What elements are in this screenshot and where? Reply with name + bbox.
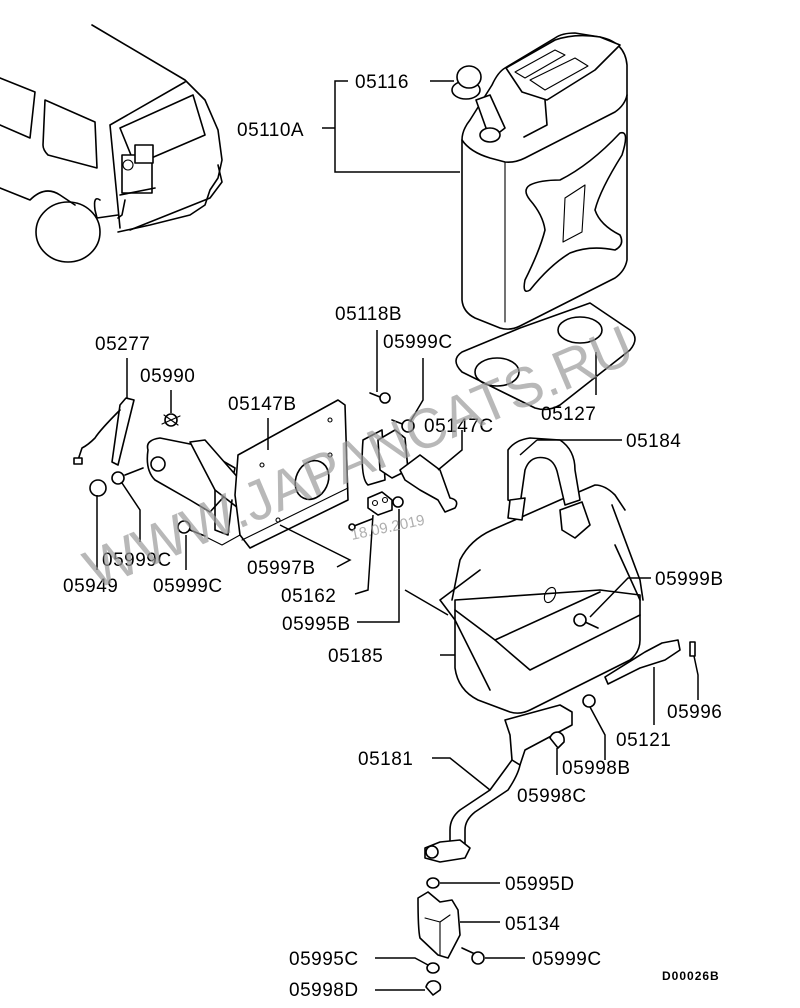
leader-lines: [96, 80, 699, 991]
bolt-05998c[interactable]: [549, 731, 565, 749]
label-05999c-c[interactable]: 05999C: [153, 576, 223, 597]
pad[interactable]: [455, 302, 636, 411]
spacer[interactable]: [367, 491, 393, 516]
label-05185[interactable]: 05185: [328, 646, 383, 667]
label-05998d[interactable]: 05998D: [289, 980, 359, 1001]
hinge-bracket[interactable]: [146, 399, 349, 549]
bolt-left-upper[interactable]: [111, 467, 144, 485]
label-05127[interactable]: 05127: [541, 404, 596, 425]
label-05121[interactable]: 05121: [616, 730, 671, 751]
lever[interactable]: [604, 639, 681, 685]
label-05998c[interactable]: 05998C: [517, 786, 587, 807]
bracket-05147c[interactable]: [361, 429, 458, 513]
label-05999c-d[interactable]: 05999C: [532, 949, 602, 970]
nut-05998d[interactable]: [425, 980, 442, 996]
label-05995b[interactable]: 05995B: [282, 614, 351, 635]
washer-05995b[interactable]: [392, 496, 404, 508]
label-05110a[interactable]: 05110A: [237, 120, 304, 141]
label-05118b[interactable]: 05118B: [335, 304, 402, 325]
mounted-can-icon: [117, 144, 156, 219]
label-05116[interactable]: 05116: [355, 72, 409, 93]
label-05999c-b[interactable]: 05999C: [102, 550, 172, 571]
bolt-05999c-upper[interactable]: [391, 419, 415, 433]
watermark-date: 18.09.2019: [349, 512, 426, 544]
label-05181[interactable]: 05181: [358, 749, 413, 770]
lower-bracket[interactable]: [417, 891, 461, 959]
drawing-code: D00026B: [662, 969, 720, 983]
label-05995c[interactable]: 05995C: [289, 949, 359, 970]
label-05147c[interactable]: 05147C: [424, 416, 494, 437]
label-05998b[interactable]: 05998B: [562, 758, 631, 779]
washer-05995c[interactable]: [426, 962, 440, 974]
label-05147b[interactable]: 05147B: [228, 394, 297, 415]
cable[interactable]: [73, 397, 135, 466]
label-05184[interactable]: 05184: [626, 431, 681, 452]
label-05996[interactable]: 05996: [667, 702, 722, 723]
label-05995d[interactable]: 05995D: [505, 874, 575, 895]
label-05990[interactable]: 05990: [140, 366, 195, 387]
part-labels: 05116 05110A 05118B 05999C 05277 05990 0…: [63, 72, 724, 1001]
clip[interactable]: [161, 413, 181, 427]
bolt-05999b[interactable]: [573, 613, 599, 629]
jerry-can[interactable]: [461, 32, 628, 330]
label-05162[interactable]: 05162: [281, 586, 336, 607]
label-05949[interactable]: 05949: [63, 576, 118, 597]
pin[interactable]: [689, 641, 696, 657]
washer-05995d[interactable]: [426, 877, 440, 889]
vehicle-locator-illustration: [0, 24, 223, 263]
bolt-05999c-lower[interactable]: [461, 947, 485, 965]
carrier[interactable]: [439, 484, 644, 714]
label-05134[interactable]: 05134: [505, 914, 560, 935]
label-05997b[interactable]: 05997B: [247, 558, 316, 579]
label-05999b[interactable]: 05999B: [655, 569, 724, 590]
label-05999c-a[interactable]: 05999C: [383, 332, 453, 353]
support-arm[interactable]: [424, 704, 573, 863]
grommet[interactable]: [89, 479, 107, 497]
bolt-left-lower[interactable]: [177, 520, 206, 537]
can-cap[interactable]: [451, 65, 506, 143]
nut-05998b[interactable]: [582, 694, 596, 708]
screw-05997b[interactable]: [348, 518, 373, 531]
bolt-leader-dashed: [207, 534, 241, 546]
strap[interactable]: [507, 437, 591, 539]
screw-05118b[interactable]: [369, 392, 391, 404]
label-05277[interactable]: 05277: [95, 334, 150, 355]
